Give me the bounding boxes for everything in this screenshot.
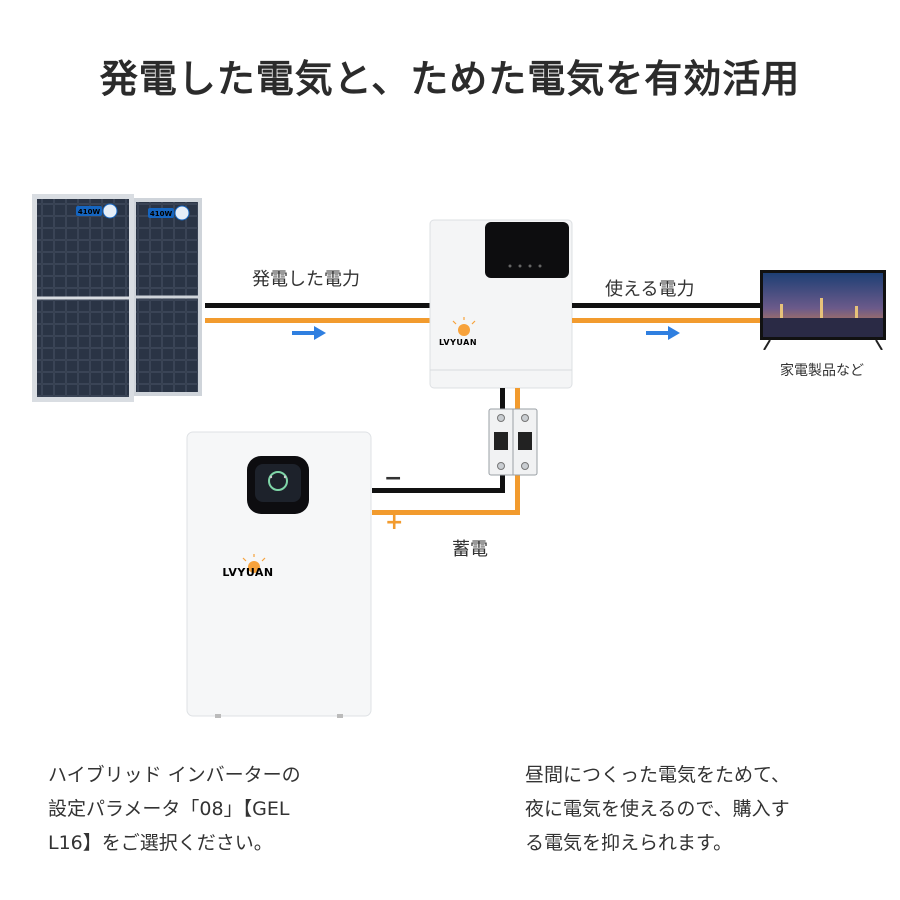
note-left: ハイブリッド インバーターの 設定パラメータ「08」【GEL L16】をご選択く… (48, 758, 408, 860)
wire-negative-battery (372, 488, 505, 493)
battery-brand-logo: LVYUAN (222, 566, 273, 579)
solar-panel-front (32, 194, 134, 402)
wire-negative-solar (205, 303, 433, 308)
battery-image: LVYUAN (186, 431, 372, 718)
inverter-brand-logo: LVYUAN (439, 338, 477, 347)
wire-positive-output (572, 318, 767, 323)
note-right: 昼間につくった電気をためて、 夜に電気を使えるので、購入す る電気を抑えられます… (525, 758, 885, 860)
wire-positive-battery (372, 510, 520, 515)
note-left-line: ハイブリッド インバーターの (48, 764, 301, 786)
solar-panel-back (132, 198, 202, 396)
note-right-line: る電気を抑えられます。 (525, 832, 733, 854)
tv-appliance-image (760, 270, 886, 350)
flow-arrow-right-icon (646, 326, 680, 340)
note-left-line: 設定パラメータ「08」【GEL (48, 798, 290, 820)
note-left-line: L16】をご選択ください。 (48, 832, 273, 854)
flow-arrow-right-icon (292, 326, 326, 340)
usable-power-label: 使える電力 (605, 279, 695, 300)
minus-sign: − (384, 466, 403, 491)
wire-positive-solar (205, 318, 433, 323)
storage-label: 蓄電 (452, 539, 488, 560)
dc-breaker-image (488, 408, 538, 476)
panel-badge-front: 410W (78, 208, 101, 216)
wire-negative-output (572, 303, 767, 308)
page-title: 発電した電気と、ためた電気を有効活用 (99, 57, 801, 101)
panel-badge-back: 410W (150, 210, 173, 218)
note-right-line: 夜に電気を使えるので、購入す (525, 798, 790, 820)
note-right-line: 昼間につくった電気をためて、 (525, 764, 791, 786)
solar-panels-image: 410W 410W (32, 194, 202, 402)
plus-sign: + (385, 510, 404, 535)
generated-power-label: 発電した電力 (252, 269, 360, 290)
appliances-label: 家電製品など (780, 363, 864, 379)
hybrid-inverter-image: LVYUAN (429, 219, 573, 389)
